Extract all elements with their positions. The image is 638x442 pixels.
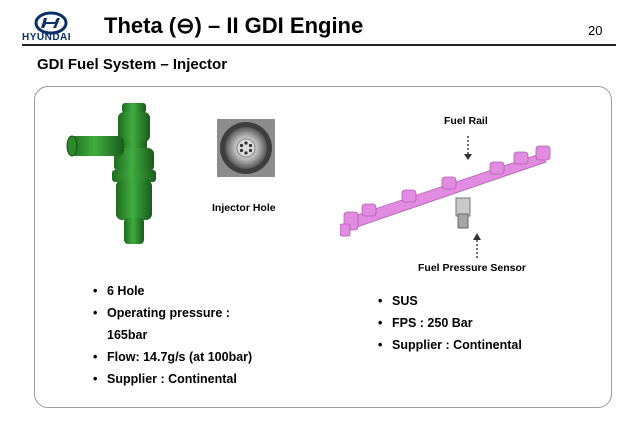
list-item: Supplier : Continental bbox=[378, 334, 522, 356]
hyundai-logo-icon bbox=[34, 11, 68, 35]
fuel-rail-label: Fuel Rail bbox=[444, 115, 488, 127]
page-number: 20 bbox=[588, 23, 603, 38]
list-item: FPS : 250 Bar bbox=[378, 312, 522, 334]
sensor-arrow-icon bbox=[473, 233, 481, 258]
list-item: Supplier : Continental bbox=[93, 368, 252, 390]
list-item: Flow: 14.7g/s (at 100bar) bbox=[93, 346, 252, 368]
list-item: Operating pressure : bbox=[93, 302, 252, 324]
list-item: 6 Hole bbox=[93, 280, 252, 302]
list-item: 165bar bbox=[107, 328, 148, 342]
injector-hole-label: Injector Hole bbox=[212, 202, 276, 214]
injector-illustration bbox=[66, 103, 156, 244]
page-title: Theta (⊖) – II GDI Engine bbox=[104, 13, 364, 38]
header-divider bbox=[22, 44, 616, 46]
content-frame bbox=[34, 86, 612, 408]
list-item: SUS bbox=[378, 290, 522, 312]
fuel-rail-illustration bbox=[340, 136, 551, 237]
fuel-pressure-sensor-label: Fuel Pressure Sensor bbox=[418, 262, 526, 274]
rail-spec-list: SUS FPS : 250 Bar Supplier : Continental bbox=[378, 290, 522, 356]
brand-wordmark: HYUNDAI bbox=[22, 32, 72, 43]
injector-hole-photo bbox=[217, 119, 275, 177]
section-subtitle: GDI Fuel System – Injector bbox=[37, 56, 228, 73]
injector-spec-list: 6 Hole Operating pressure : 165bar Flow:… bbox=[93, 280, 252, 390]
